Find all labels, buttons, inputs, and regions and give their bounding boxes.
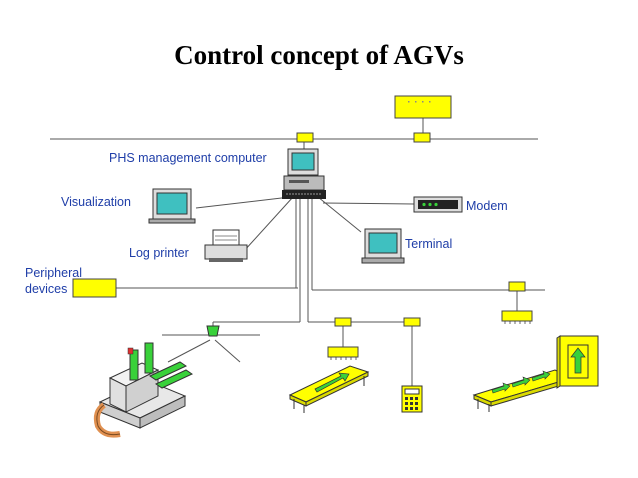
peripheral-box bbox=[72, 278, 117, 298]
label-peripheral-line2: devices bbox=[25, 282, 68, 296]
station-controller-box bbox=[327, 346, 359, 358]
log-printer-icon bbox=[204, 229, 248, 262]
label-log-printer: Log printer bbox=[129, 246, 189, 260]
top-controller-dots bbox=[408, 101, 431, 103]
handheld-terminal-icon bbox=[401, 385, 423, 413]
page-title: Control concept of AGVs bbox=[174, 40, 464, 70]
agv-vehicle-icon bbox=[93, 342, 194, 438]
label-terminal: Terminal bbox=[405, 237, 453, 251]
label-peripheral-line1: Peripheral bbox=[25, 266, 82, 280]
label-phs-computer: PHS management computer bbox=[109, 151, 267, 165]
visualization-monitor-icon bbox=[148, 188, 196, 224]
label-modem: Modem bbox=[466, 199, 508, 213]
label-visualization: Visualization bbox=[61, 195, 131, 209]
link-terminal bbox=[317, 196, 362, 233]
workstation-node-1 bbox=[334, 317, 352, 327]
terminal-icon bbox=[361, 228, 405, 264]
workstation-node-2 bbox=[403, 317, 421, 327]
up-arrow-icon bbox=[570, 347, 586, 374]
radio-beam-right bbox=[214, 339, 241, 363]
right-device-pins bbox=[504, 321, 531, 324]
link-visualization bbox=[195, 196, 291, 209]
right-bus-node bbox=[508, 281, 526, 292]
right-device-box bbox=[501, 310, 533, 322]
modem-icon bbox=[413, 196, 463, 213]
radio-transceiver-icon bbox=[206, 325, 220, 337]
radio-beam-left bbox=[167, 339, 211, 363]
workstation-table-icon bbox=[288, 365, 370, 413]
bus-node-right bbox=[413, 132, 431, 143]
link-log-printer bbox=[243, 196, 294, 252]
computer-icon bbox=[282, 148, 326, 199]
top-controller-box bbox=[394, 95, 452, 119]
bus-node-computer bbox=[296, 132, 314, 143]
direction-arrow-icon bbox=[314, 372, 350, 393]
link-modem bbox=[322, 202, 415, 205]
conveyor-station-icon bbox=[472, 335, 599, 412]
